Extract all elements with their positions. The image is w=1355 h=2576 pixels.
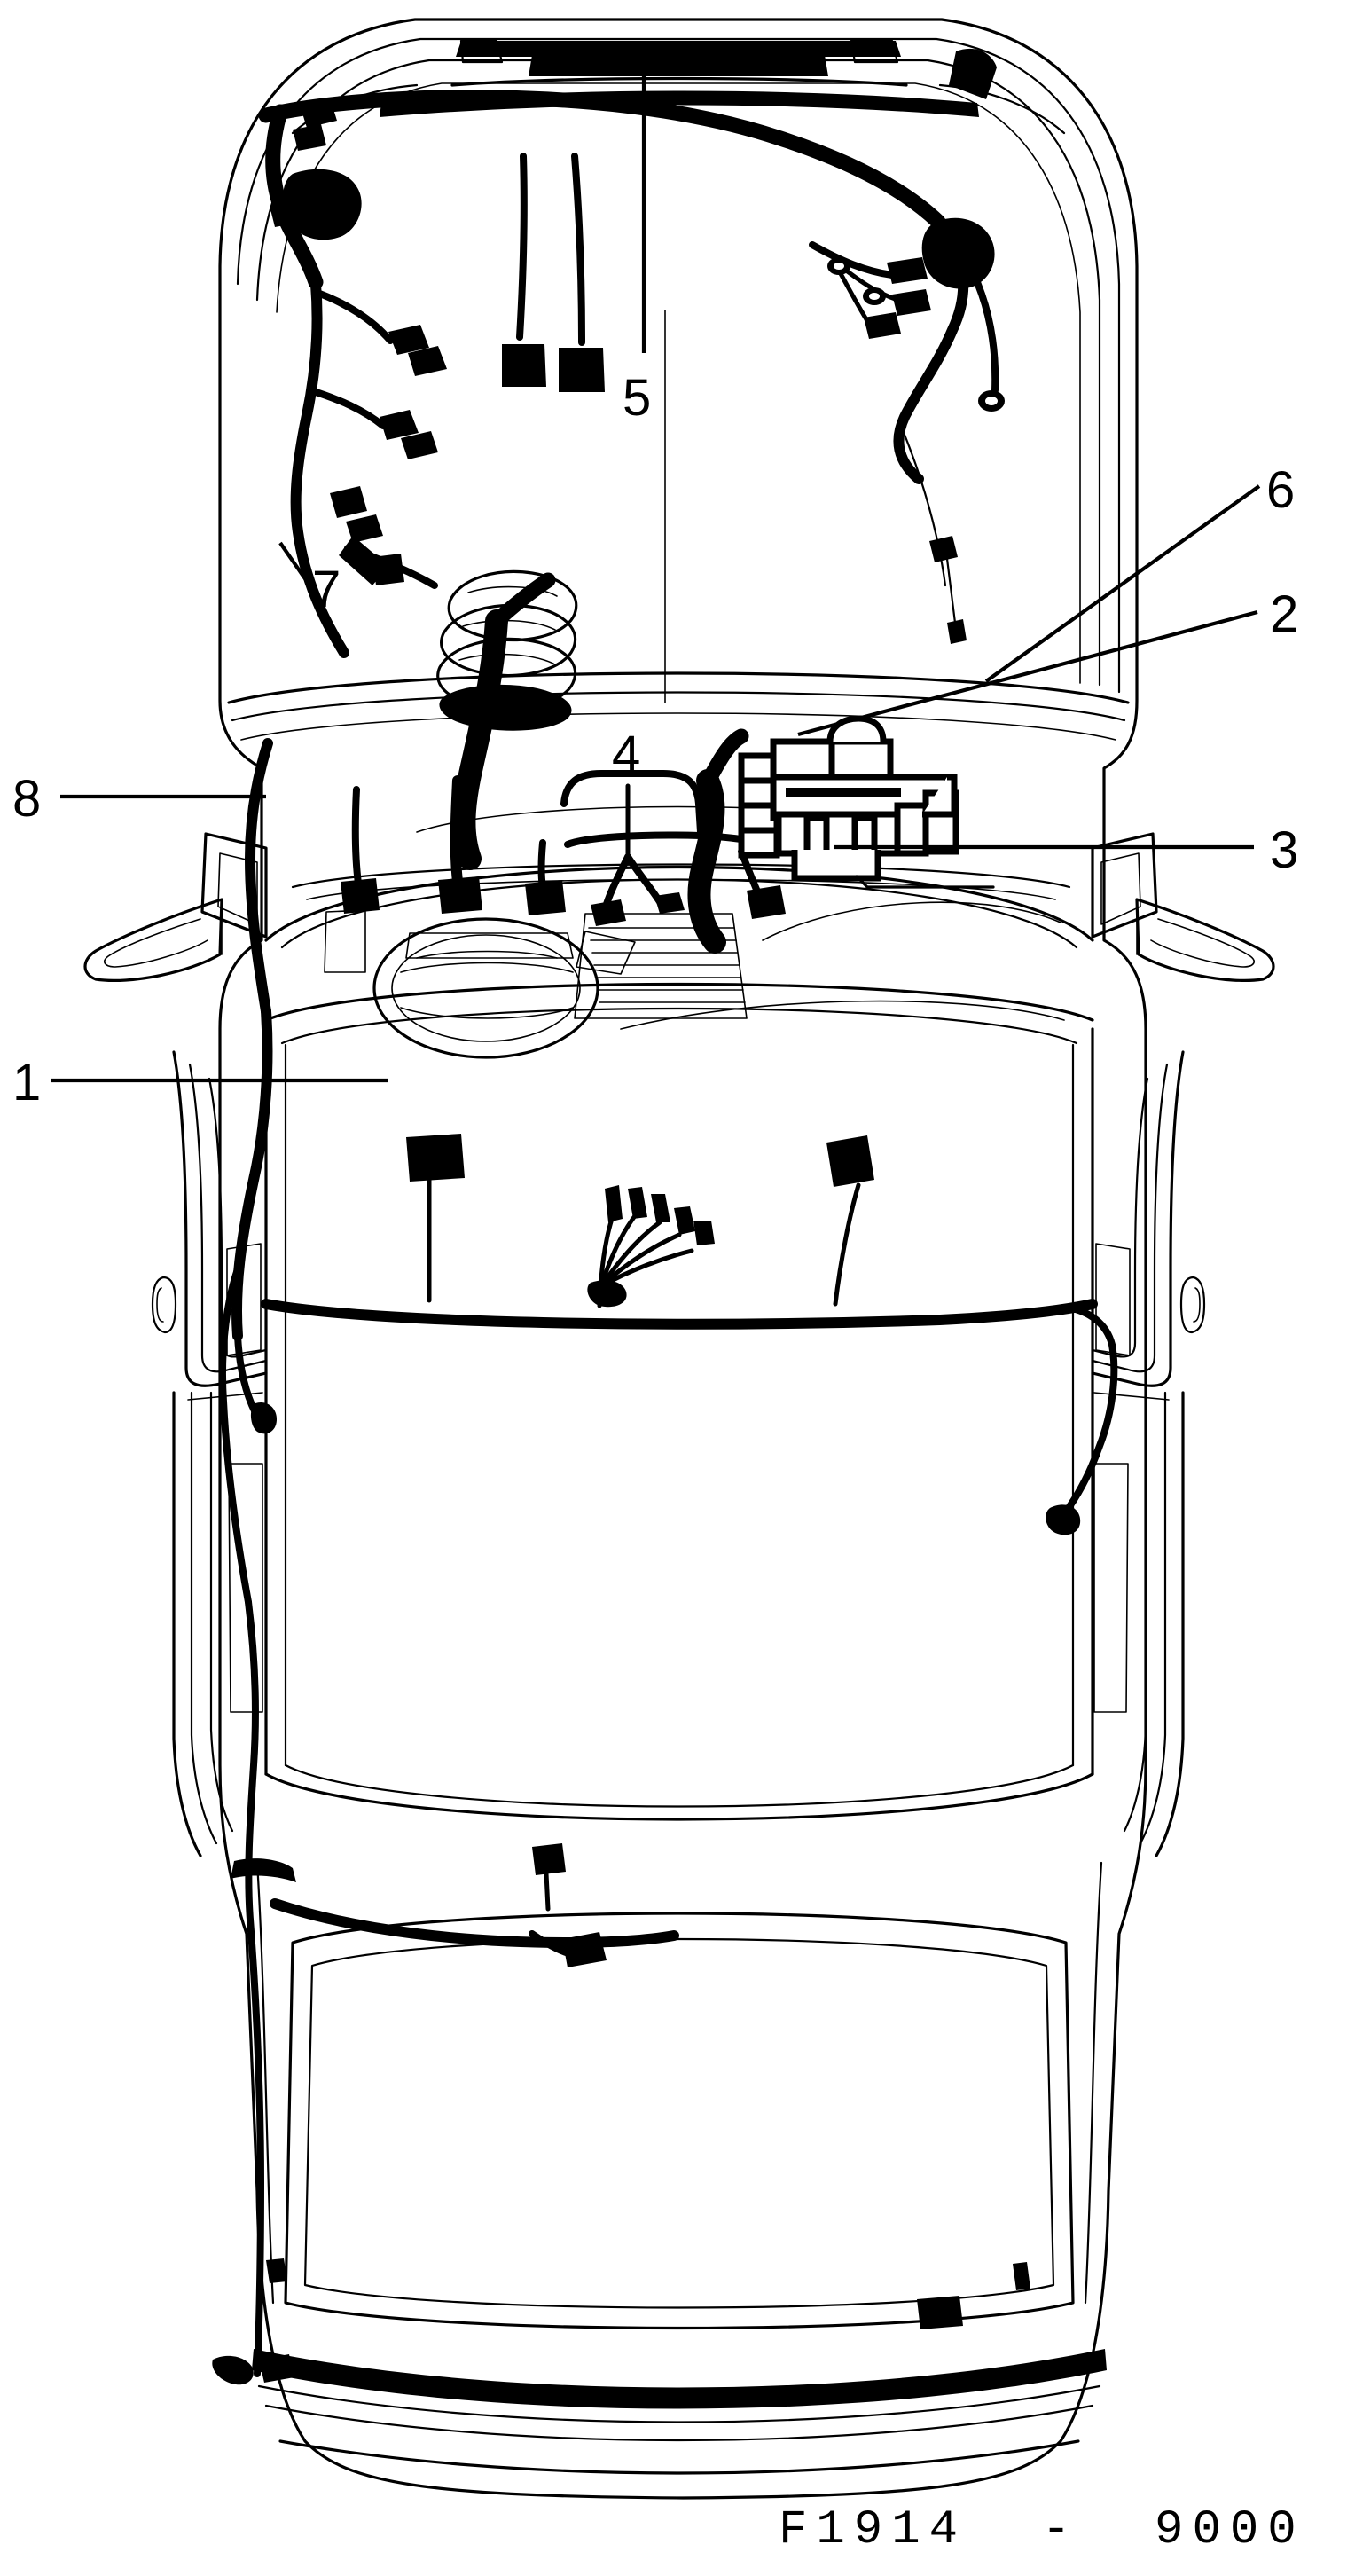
callout-leaders bbox=[51, 60, 1261, 1083]
callout-label-5: 5 bbox=[623, 369, 651, 427]
callout-label-6: 6 bbox=[1266, 461, 1295, 519]
left-body-harness bbox=[212, 738, 296, 2385]
callout-label-1: 1 bbox=[12, 1054, 41, 1111]
callout-numbers: 1 2 3 4 5 6 7 8 bbox=[12, 369, 1298, 1111]
fusebox-feed-lead bbox=[687, 728, 749, 954]
callout-label-4: 4 bbox=[612, 726, 640, 783]
callout-label-8: 8 bbox=[12, 770, 41, 828]
callout-label-7: 7 bbox=[312, 561, 341, 618]
engine-compartment-harness bbox=[258, 48, 1005, 658]
callout-label-3: 3 bbox=[1270, 821, 1298, 879]
instrument-panel-harness bbox=[341, 770, 786, 926]
rubber-grommet bbox=[436, 569, 578, 731]
car-body-outline bbox=[83, 18, 1275, 2500]
cabin-cross-harness bbox=[261, 1134, 1118, 1535]
leader-6 bbox=[984, 484, 1261, 683]
bulkhead-grommet-and-dash-trunk bbox=[436, 569, 578, 870]
callout-label-2: 2 bbox=[1270, 585, 1298, 643]
leader-2 bbox=[797, 609, 1258, 737]
rear-body-harness bbox=[266, 1843, 1030, 2329]
fuse-relay-box bbox=[738, 715, 995, 889]
figure-caption: F1914 - 9000 bbox=[779, 2503, 1305, 2557]
dash-vent-grille bbox=[574, 913, 748, 1019]
leader-7 bbox=[278, 541, 314, 591]
